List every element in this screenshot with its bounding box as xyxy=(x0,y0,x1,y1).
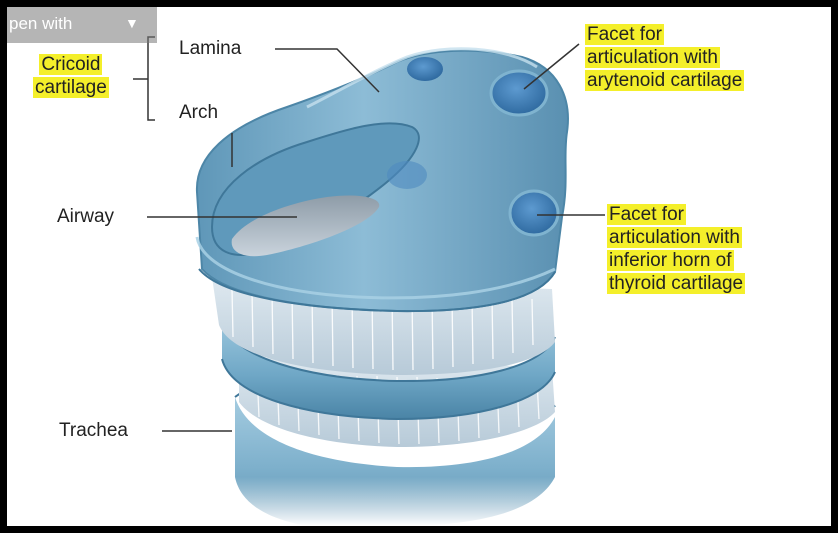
illustration-canvas: pen with ▼ Cricoid cartilage Lamina Arch… xyxy=(7,7,831,526)
facet-arytenoid-line2: articulation with xyxy=(585,47,720,68)
airway-label: Airway xyxy=(57,205,114,228)
cricoid-label: Cricoid cartilage xyxy=(33,53,109,99)
facet-thyroid-line1: Facet for xyxy=(607,204,686,225)
open-with-button[interactable]: pen with ▼ xyxy=(7,7,157,43)
bottom-fade xyxy=(207,477,587,526)
lamina-label: Lamina xyxy=(179,37,241,60)
open-with-label: pen with xyxy=(9,14,72,34)
thyroid-facet xyxy=(510,191,558,235)
facet-thyroid-line4: thyroid cartilage xyxy=(607,273,745,294)
facet-arytenoid-line1: Facet for xyxy=(585,24,664,45)
cricoid-label-line1: Cricoid xyxy=(39,54,102,75)
facet-arytenoid-line3: arytenoid cartilage xyxy=(585,70,744,91)
facet-thyroid-line3: inferior horn of xyxy=(607,250,734,271)
cricoid-label-line2: cartilage xyxy=(33,77,109,98)
cricoid-bracket xyxy=(148,37,155,120)
chevron-down-icon: ▼ xyxy=(125,15,139,31)
trachea-label: Trachea xyxy=(59,419,128,442)
facet-thyroid-label: Facet for articulation with inferior hor… xyxy=(607,203,745,295)
arytenoid-facet-left xyxy=(407,57,443,81)
arytenoid-facet-shadow xyxy=(387,161,427,189)
facet-thyroid-line2: articulation with xyxy=(607,227,742,248)
facet-arytenoid-label: Facet for articulation with arytenoid ca… xyxy=(585,23,744,92)
arch-label: Arch xyxy=(179,101,218,124)
